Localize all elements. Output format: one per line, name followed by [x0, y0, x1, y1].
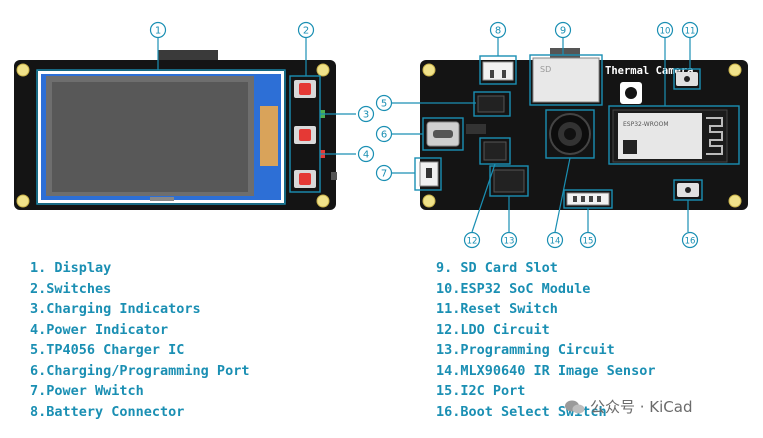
- svg-text:1: 1: [155, 26, 161, 37]
- callout-9: 9: [554, 21, 572, 39]
- callout-8: 8: [489, 21, 507, 39]
- svg-text:10: 10: [660, 27, 671, 37]
- watermark: 公众号 · KiCad: [564, 396, 693, 417]
- legend-item: 6.Charging/Programming Port: [30, 362, 250, 379]
- legend-right: 9. SD Card Slot 10.ESP32 SoC Module 11.R…: [436, 258, 655, 422]
- legend-item: 13.Programming Circuit: [436, 342, 615, 358]
- legend-item: 16.Boot Select Switch: [436, 403, 607, 420]
- callout-13: 13: [500, 231, 518, 249]
- svg-text:12: 12: [467, 237, 478, 247]
- silkscreen-title: Thermal Camera: [605, 65, 694, 77]
- svg-text:15: 15: [583, 237, 594, 247]
- callout-16: 16: [681, 231, 699, 249]
- legend-left: 1. Display 2.Switches 3.Charging Indicat…: [30, 258, 249, 422]
- leader-lines: [157, 37, 691, 233]
- callout-4: 4: [357, 145, 375, 163]
- legend-item: 11.Reset Switch: [436, 301, 558, 317]
- svg-text:SD: SD: [540, 65, 551, 74]
- svg-text:16: 16: [685, 237, 696, 247]
- legend-item: 4.Power Indicator: [30, 321, 169, 338]
- svg-text:6: 6: [381, 130, 387, 141]
- legend-item: 14.MLX90640 IR Image Sensor: [436, 362, 656, 379]
- svg-text:14: 14: [550, 237, 561, 247]
- callout-5: 5: [375, 94, 393, 112]
- callout-2: 2: [297, 21, 315, 39]
- callout-6: 6: [375, 125, 393, 143]
- legend-item: 5.TP4056 Charger IC: [30, 342, 185, 358]
- svg-text:8: 8: [495, 26, 501, 37]
- callout-14: 14: [546, 231, 564, 249]
- svg-text:4: 4: [363, 150, 369, 161]
- legend-item: 1. Display: [30, 260, 112, 276]
- svg-text:3: 3: [363, 110, 369, 121]
- watermark-text: 公众号 · KiCad: [590, 398, 693, 416]
- svg-text:7: 7: [381, 169, 387, 180]
- legend-item: 2.Switches: [30, 280, 112, 297]
- legend-item: 8.Battery Connector: [30, 403, 185, 420]
- back-board: SD Thermal Camera ESP32-WROOM: [419, 48, 748, 210]
- callout-3: 3: [357, 105, 375, 123]
- callout-markers: 1 2 3 4 5 6 7 8 9 10 11 12 13 14 15 16: [149, 21, 699, 249]
- svg-text:5: 5: [381, 99, 387, 110]
- front-board: [14, 50, 337, 210]
- callout-12: 12: [463, 231, 481, 249]
- callout-15: 15: [579, 231, 597, 249]
- legend-item: 10.ESP32 SoC Module: [436, 280, 591, 297]
- legend-item: 9. SD Card Slot: [436, 260, 558, 276]
- svg-text:2: 2: [303, 26, 309, 37]
- callout-10: 10: [656, 21, 674, 39]
- wechat-icon: [564, 399, 586, 415]
- legend-item: 15.I2C Port: [436, 383, 526, 399]
- legend-item: 3.Charging Indicators: [30, 301, 201, 317]
- front-buttons: [294, 80, 316, 188]
- module-label: ESP32-WROOM: [623, 121, 669, 128]
- svg-text:13: 13: [504, 237, 515, 247]
- callout-7: 7: [375, 164, 393, 182]
- svg-text:11: 11: [685, 27, 696, 37]
- callout-1: 1: [149, 21, 167, 39]
- svg-text:9: 9: [560, 26, 566, 37]
- legend-item: 12.LDO Circuit: [436, 321, 550, 338]
- callout-boxes: [414, 54, 740, 209]
- legend-item: 7.Power Wwitch: [30, 383, 144, 399]
- callout-11: 11: [681, 21, 699, 39]
